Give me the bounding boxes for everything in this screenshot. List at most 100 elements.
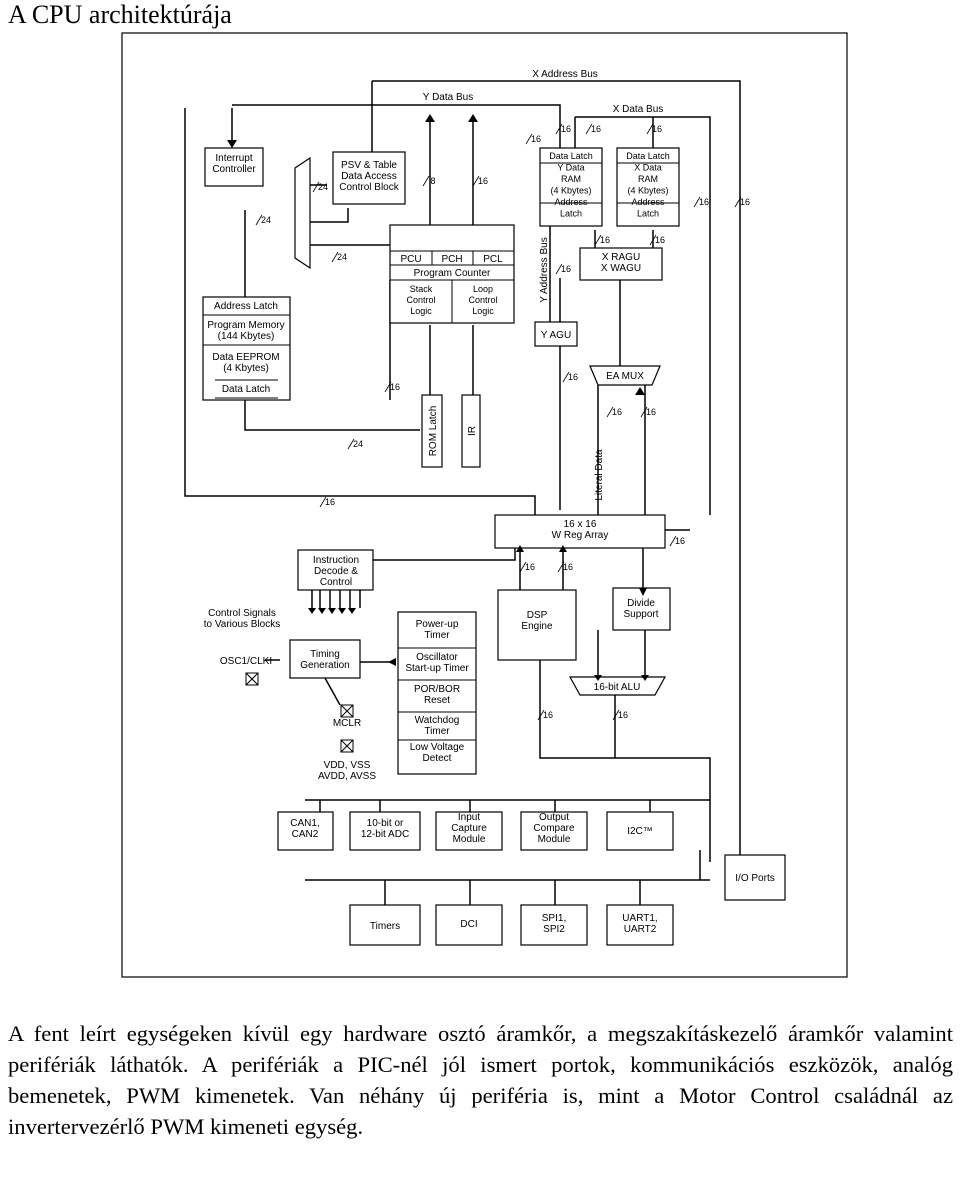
dsp-engine-label-line-2: Engine — [521, 621, 553, 632]
y-ram-label-line-4: (4 Kbytes) — [550, 186, 591, 196]
input-capture-block — [435, 811, 503, 851]
dci-block — [435, 904, 503, 946]
program-memory-label-line-1: Program Memory — [207, 320, 284, 331]
x-ram-label-line-2: X Data — [634, 163, 662, 173]
bus-width-slash — [693, 196, 701, 208]
bus-width-label: 16 — [543, 710, 553, 720]
x-address-bus-label: X Address Bus — [532, 69, 598, 80]
bus-width-slash — [585, 123, 593, 135]
loop-control-label-line-3: Logic — [472, 306, 494, 316]
dsp-engine-block — [497, 589, 577, 661]
instruction-decode-label-line-2: Decode & — [314, 566, 358, 577]
bus-width-slash — [606, 406, 614, 418]
x-ram-label-line-4: (4 Kbytes) — [627, 186, 668, 196]
x-data-bus-label: X Data Bus — [613, 104, 664, 115]
bus-width-label: 16 — [699, 197, 709, 207]
bus-width-slash — [562, 371, 570, 383]
input-capture-label-line-2: Capture — [451, 823, 487, 834]
rom-latch-block — [421, 394, 443, 468]
i2c-block — [606, 811, 674, 851]
oscillator-label-line-2: Start-up Timer — [405, 663, 469, 674]
timers-block — [349, 904, 421, 946]
bus-width-label: 8 — [430, 176, 435, 186]
bus-width-slash — [612, 709, 620, 721]
w-reg-label-line-1: 16 x 16 — [564, 519, 597, 530]
bus-width-slash — [734, 196, 742, 208]
data-eeprom-label-line-2: (4 Kbytes) — [223, 363, 269, 374]
divide-support-label-line-1: Divide — [627, 598, 655, 609]
mclr-label: MCLR — [333, 718, 361, 729]
bus-width-slash — [557, 561, 565, 573]
y-address-bus-label: Y Address Bus — [539, 237, 550, 302]
bus-width-label: 24 — [337, 252, 347, 262]
bus-width-slash — [519, 561, 527, 573]
interrupt-controller-label-line-1: Interrupt — [215, 153, 252, 164]
w-reg-array-block — [494, 514, 666, 549]
pch-label: PCH — [441, 254, 462, 265]
psv-table-block — [332, 151, 406, 205]
interrupt-controller-label-line-2: Controller — [212, 164, 256, 175]
yagu-block — [534, 321, 578, 347]
y-data-bus-label: Y Data Bus — [423, 92, 473, 103]
bus-width-label: 16 — [561, 264, 571, 274]
loop-control-label-line-1: Loop — [473, 284, 493, 294]
x-ram-label-line-6: Latch — [637, 209, 659, 219]
watchdog-label-line-1: Watchdog — [415, 715, 460, 726]
adc-label-line-2: 12-bit ADC — [361, 829, 409, 840]
bus-width-label: 24 — [261, 215, 271, 225]
io-ports-block — [724, 854, 786, 901]
osc-pin-icon — [245, 672, 259, 686]
pcl-label: PCL — [483, 254, 503, 265]
output-compare-label-line-3: Module — [538, 834, 571, 845]
por-bor-label-line-2: Reset — [424, 695, 450, 706]
alu-label: 16-bit ALU — [594, 682, 641, 693]
agu-xy-block — [579, 247, 663, 281]
bus-width-label: 16 — [325, 497, 335, 507]
timing-label-line-1: Timing — [310, 649, 340, 660]
bus-width-slash — [472, 175, 480, 187]
psv-label-line-3: Control Block — [339, 182, 399, 193]
x-ram-label-line-3: RAM — [638, 174, 658, 184]
bus-width-label: 24 — [318, 182, 328, 192]
low-voltage-label-line-2: Detect — [423, 753, 452, 764]
adc-label-line-1: 10-bit or — [367, 818, 404, 829]
agu-xy-label-line-1: X RAGU — [602, 252, 640, 263]
x-data-bus-line — [575, 116, 711, 515]
control-signals-label-line-2: to Various Blocks — [204, 619, 281, 630]
bus-width-label: 16 — [561, 124, 571, 134]
stack-control-label-line-3: Logic — [410, 306, 432, 316]
divide-support-block — [612, 587, 671, 631]
x-ram-label-line-1: Data Latch — [626, 151, 670, 161]
osc-label: OSC1/CLKI — [220, 656, 272, 667]
power-up-timer-label-line-2: Timer — [424, 630, 450, 641]
bus-width-label: 16 — [531, 134, 541, 144]
w-reg-label-line-2: W Reg Array — [552, 530, 609, 541]
bus-width-slash — [422, 175, 430, 187]
address-latch-label: Address Latch — [214, 301, 278, 312]
spi-label-line-1: SPI1, — [542, 913, 566, 924]
bus-width-label: 16 — [600, 235, 610, 245]
ir-block — [461, 394, 481, 468]
data-eeprom-label-line-1: Data EEPROM — [212, 352, 279, 363]
watchdog-label-line-2: Timer — [424, 726, 450, 737]
low-voltage-label-line-1: Low Voltage — [410, 742, 465, 753]
dci-label: DCI — [460, 919, 477, 930]
can-label-line-1: CAN1, — [290, 818, 319, 829]
pcu-label: PCU — [400, 254, 421, 265]
adc-block — [349, 811, 421, 851]
timing-label-line-2: Generation — [300, 660, 349, 671]
bus-width-slash — [331, 251, 339, 263]
program-counter-label: Program Counter — [414, 268, 491, 279]
timers-label: Timers — [370, 921, 400, 932]
instruction-decode-block — [297, 549, 374, 591]
bus-width-slash — [555, 123, 563, 135]
output-compare-label-line-2: Compare — [533, 823, 575, 834]
bus-width-label: 16 — [618, 710, 628, 720]
cpu-architecture-diagram: X Address Bus Y Data Bus X Data Bus Y Addre… — [121, 32, 848, 978]
output-compare-label-line-1: Output — [539, 812, 569, 823]
bus-width-slash — [669, 535, 677, 547]
bus-width-slash — [347, 438, 355, 450]
io-ports-label: I/O Ports — [735, 873, 774, 884]
bus-width-slash — [646, 123, 654, 135]
agu-xy-label-line-2: X WAGU — [601, 263, 641, 274]
